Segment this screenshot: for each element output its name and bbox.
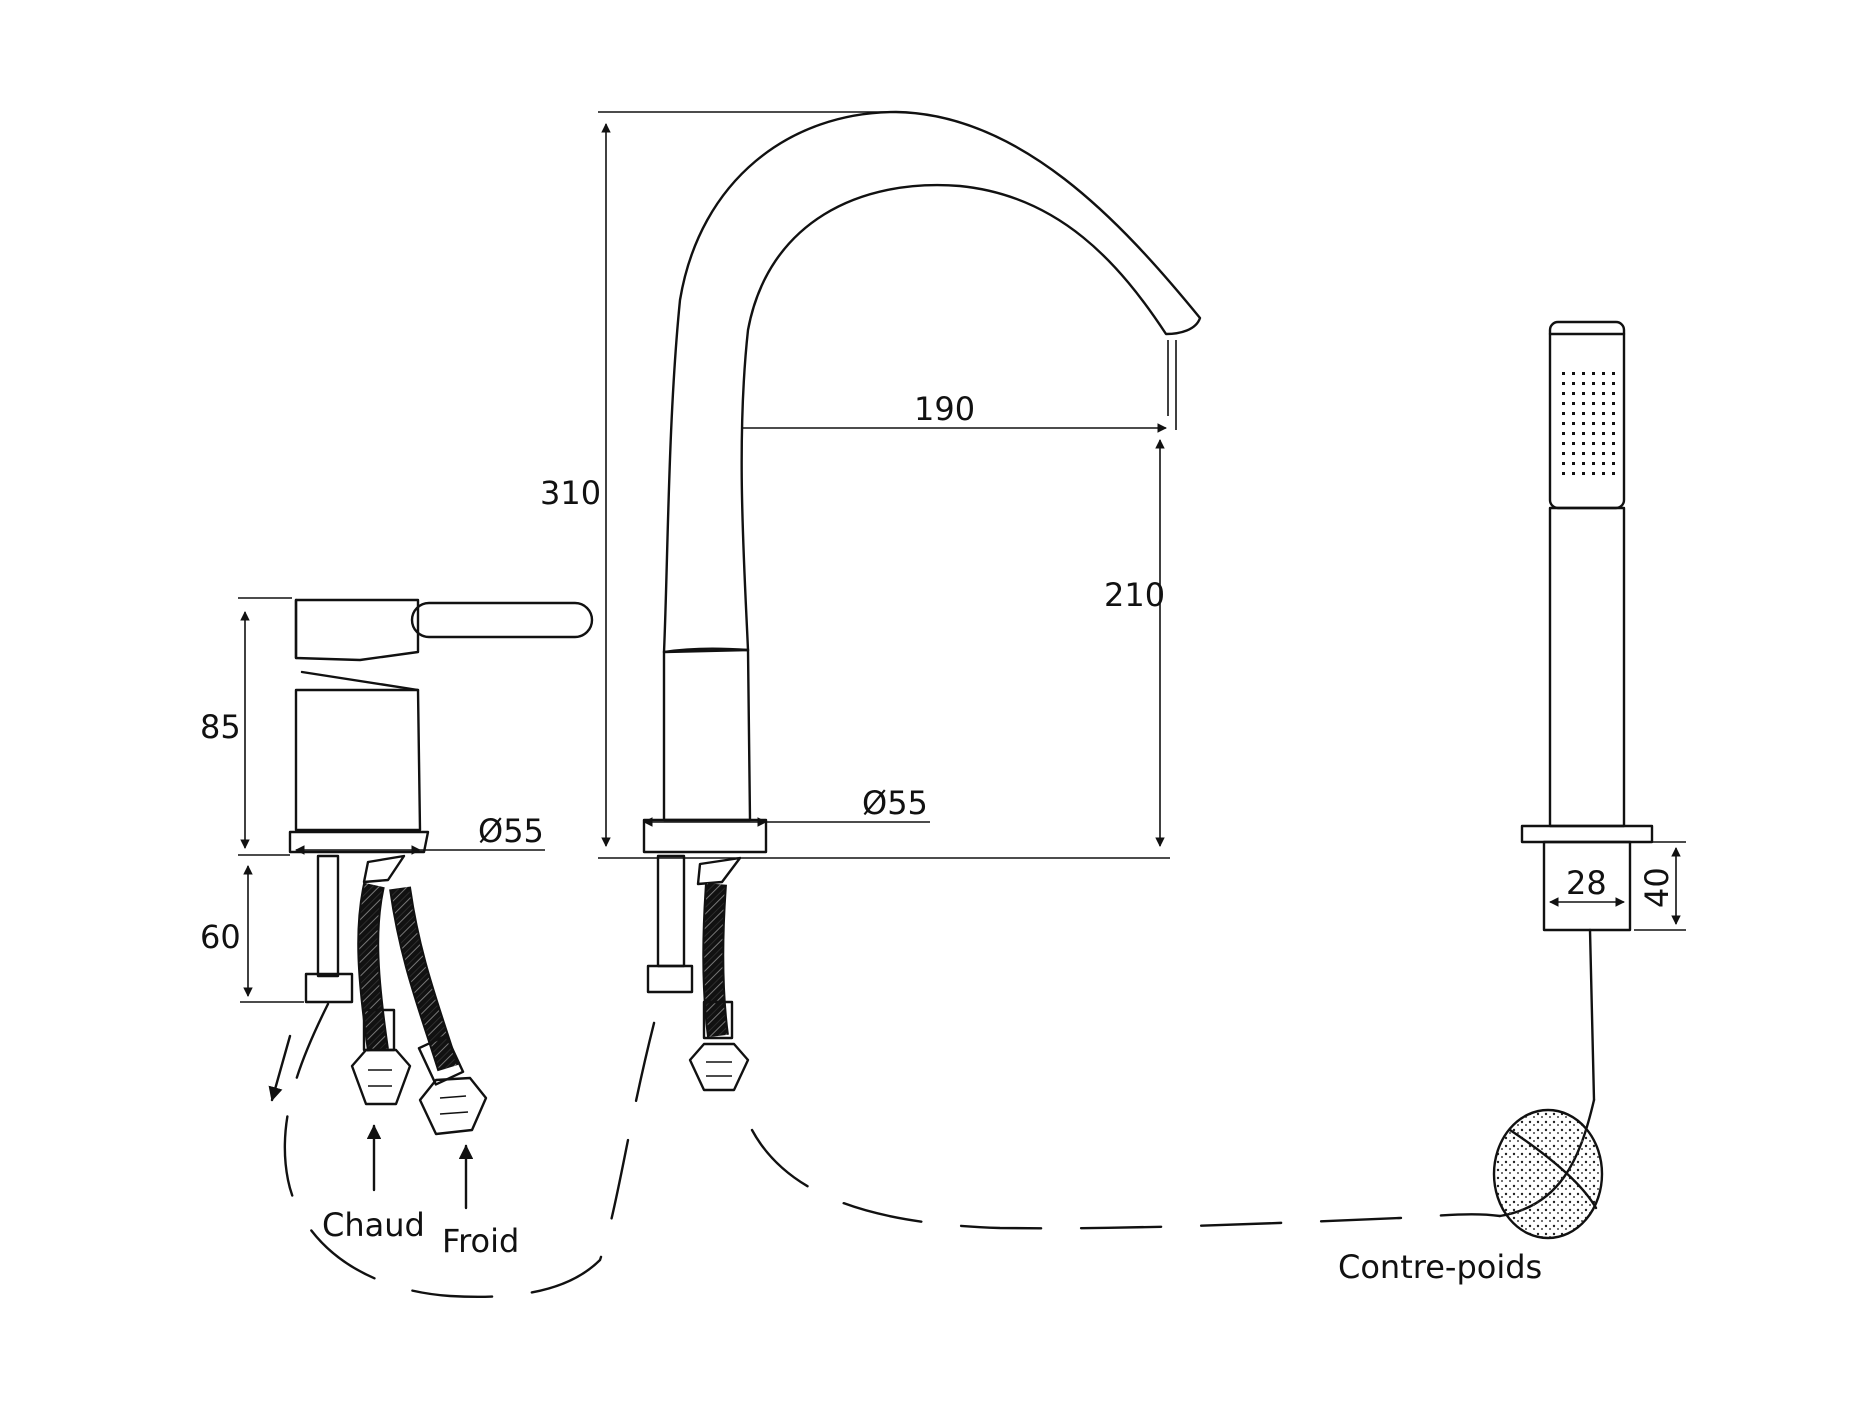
mixer-dimensions: 85 60 Ø55 bbox=[200, 597, 545, 1003]
shower-dimensions: 28 40 bbox=[1549, 841, 1686, 931]
spout-height-label: 210 bbox=[1104, 576, 1165, 614]
mixer-height-label: 85 bbox=[200, 708, 241, 746]
hot-connector bbox=[350, 1008, 412, 1106]
mixer-shank-label: 60 bbox=[200, 918, 241, 956]
spout-base bbox=[662, 648, 752, 822]
hand-shower bbox=[1492, 320, 1654, 1240]
spout-shank bbox=[656, 854, 686, 968]
spout-neck-outer bbox=[662, 110, 1202, 654]
reach-label: 190 bbox=[914, 390, 975, 428]
spout-connector bbox=[688, 1000, 750, 1092]
shower-base-height-label: 40 bbox=[1638, 867, 1676, 908]
spout-outlet-nut bbox=[646, 964, 694, 994]
shower-base-flange bbox=[1520, 824, 1654, 844]
mixer-outlet-arrow bbox=[268, 1034, 292, 1102]
mixer-outlet-hose-path bbox=[283, 998, 662, 1299]
shower-width-label: 28 bbox=[1566, 864, 1607, 902]
mixer-lever bbox=[294, 598, 420, 662]
shower-holder bbox=[1542, 840, 1632, 932]
spout-dimensions: 310 190 210 Ø55 bbox=[540, 111, 1177, 859]
mixer-diameter-label: Ø55 bbox=[478, 812, 544, 850]
mixer-shank bbox=[316, 854, 340, 978]
mixer-outlet-nut bbox=[304, 972, 354, 1004]
counterweight-label: Contre-poids bbox=[1338, 1248, 1542, 1286]
mixer-body bbox=[294, 688, 422, 832]
cold-connector bbox=[417, 1034, 488, 1136]
shower-handle bbox=[1548, 506, 1626, 828]
hot-label: Chaud bbox=[322, 1206, 425, 1244]
shower-hose-path bbox=[750, 1128, 1502, 1230]
total-height-label: 310 bbox=[540, 474, 601, 512]
cold-label: Froid bbox=[442, 1222, 519, 1260]
mixer-assembly bbox=[268, 598, 662, 1299]
spout-diameter-label: Ø55 bbox=[862, 784, 928, 822]
counterweight bbox=[1492, 1108, 1604, 1240]
mixer-lever-arm bbox=[410, 601, 594, 639]
